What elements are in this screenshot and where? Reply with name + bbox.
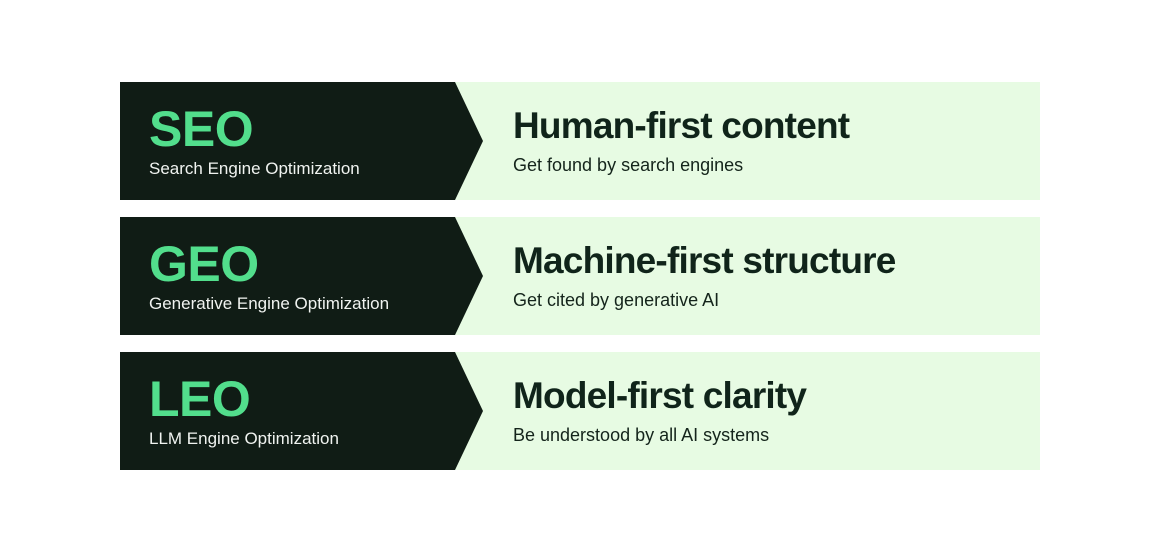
diagram-row-seo: SEO Search Engine Optimization Human-fir…	[120, 82, 1040, 200]
row-headline: Human-first content	[513, 104, 850, 146]
diagram-row-leo: LEO LLM Engine Optimization Model-first …	[120, 352, 1040, 470]
acronym-expansion-label: LLM Engine Optimization	[149, 428, 339, 448]
row-subline: Get found by search engines	[513, 154, 744, 175]
badge-content: LEO LLM Engine Optimization	[149, 352, 449, 470]
acronym-expansion-label: Generative Engine Optimization	[149, 293, 390, 313]
acronym-arrow-badge: SEO Search Engine Optimization	[120, 82, 483, 200]
acronym-label: SEO	[149, 100, 254, 157]
badge-content: SEO Search Engine Optimization	[149, 82, 449, 200]
comparison-diagram: SEO Search Engine Optimization Human-fir…	[120, 82, 1040, 470]
row-copy: Human-first content Get found by search …	[513, 82, 1033, 200]
acronym-arrow-badge: LEO LLM Engine Optimization	[120, 352, 483, 470]
row-headline: Model-first clarity	[513, 374, 807, 416]
acronym-label: LEO	[149, 370, 251, 427]
acronym-arrow-badge: GEO Generative Engine Optimization	[120, 217, 483, 335]
badge-content: GEO Generative Engine Optimization	[149, 217, 449, 335]
row-subline: Get cited by generative AI	[513, 289, 720, 310]
acronym-expansion-label: Search Engine Optimization	[149, 158, 360, 178]
acronym-label: GEO	[149, 235, 259, 292]
row-headline: Machine-first structure	[513, 239, 896, 281]
row-copy: Machine-first structure Get cited by gen…	[513, 217, 1033, 335]
diagram-row-geo: GEO Generative Engine Optimization Machi…	[120, 217, 1040, 335]
row-subline: Be understood by all AI systems	[513, 424, 770, 445]
row-copy: Model-first clarity Be understood by all…	[513, 352, 1033, 470]
